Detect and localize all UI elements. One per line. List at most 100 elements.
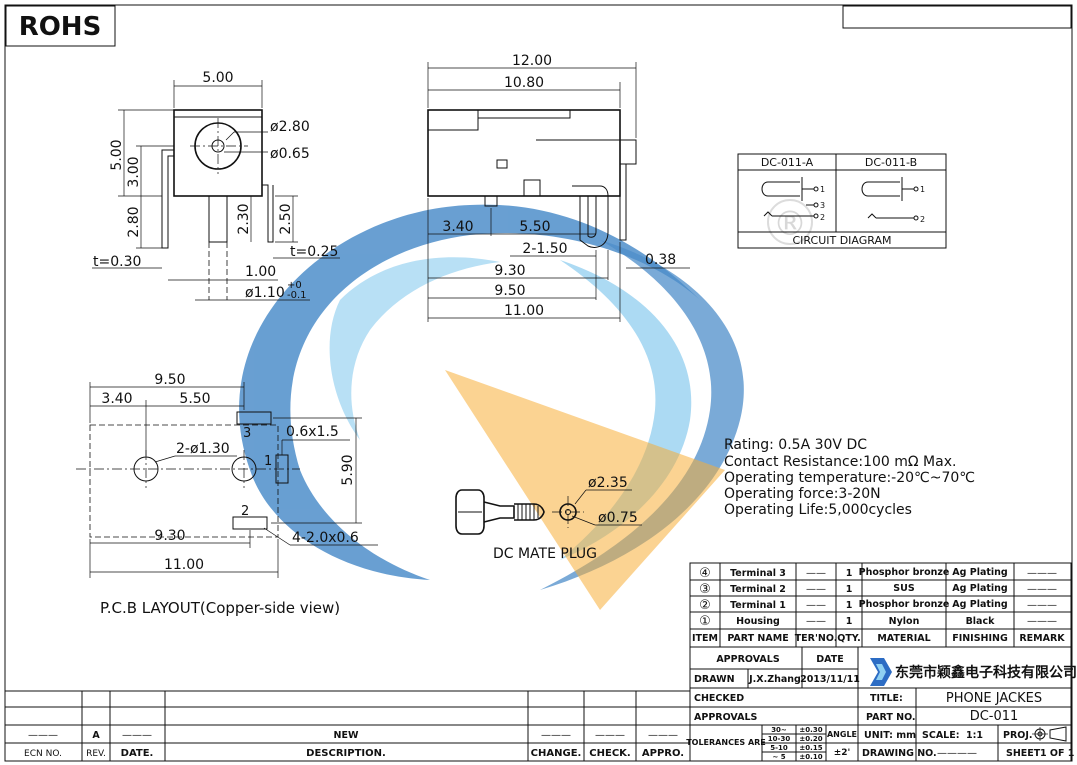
pcb-dim-bottom-b: 11.00 [164,557,204,573]
tb-approvals-header: APPROVALS [716,654,780,665]
tb-tol-range-4: ~ 5 [772,753,785,761]
revision-block: ——— A ——— NEW ——— ——— ——— ECN NO. REV. D… [5,690,690,761]
front-dim-pin-left: 2.80 [126,206,142,237]
side-dim-pitch-c: 2-1.50 [522,241,567,257]
circuit-variant-b: DC-011-B [865,156,917,169]
spec-resistance: Contact Resistance:100 mΩ Max. [724,454,956,470]
circuit-caption: CIRCUIT DIAGRAM [793,234,892,247]
tb-drawn-by: J.X.Zhang [748,674,801,685]
tb-checked-label: CHECKED [694,693,744,704]
front-dim-pin-tol-lower: -0.1 [287,290,307,301]
bom-remark-3: ——— [1027,584,1057,595]
circuit-a-pin1: 1 [820,185,825,194]
rev-description: NEW [334,730,359,741]
tb-title-value: PHONE JACKES [946,691,1042,706]
tb-tol-value-3: ±0.15 [799,744,822,752]
bom-header-name: PART NAME [727,633,788,644]
tb-title-label: TITLE: [870,693,903,704]
sheet-border [4,4,1073,762]
watermark-light-arc-2 [329,257,500,440]
bom-ter-4: —— [806,568,826,579]
circuit-b-pin1: 1 [920,185,925,194]
front-flange [173,109,263,118]
bom-item-1: ① [699,614,711,629]
watermark-blue-arc [540,240,744,590]
circuit-variant-a: DC-011-A [761,156,814,169]
rev-ecn: ——— [28,730,58,741]
bom-qty-1: 1 [846,616,853,627]
bom-material-4: Phosphor bronze [859,567,950,578]
tb-partno-value: DC-011 [970,709,1019,724]
tb-drawing-no-label: DRAWING NO. [862,748,937,759]
bom-ter-3: —— [806,584,826,595]
mate-plug: ø2.35 ø0.75 DC MATE PLUG [455,475,642,562]
front-dim-pin-tol-upper: +0 [287,280,302,291]
tb-drawn-date: 2013/11/11 [800,674,860,685]
bom-table: ④ Terminal 3 —— 1 Phosphor bronze Ag Pla… [689,562,1072,648]
pcb-caption: P.C.B LAYOUT(Copper-side view) [100,599,340,617]
bom-finish-4: Ag Plating [952,567,1007,578]
tb-drawn-label: DRAWN [694,674,735,685]
front-view: 5.00 5.00 3.00 2.80 2.30 2.50 ø2.80 ø0.6… [92,70,340,301]
tb-drawing-no-value: ———— [937,748,977,759]
tb-date-header: DATE [816,654,843,665]
rev-check: ——— [595,730,625,741]
rev-header-change: CHANGE. [531,748,582,759]
bom-material-1: Nylon [889,616,920,627]
front-callout-hole-inner: ø0.65 [270,146,310,162]
front-dim-width: 5.00 [202,70,233,86]
plug-head [455,489,485,535]
tb-scale-value: 1:1 [966,730,983,741]
side-dim-pitch-b: 5.50 [519,219,550,235]
projection-symbol-icon [1032,726,1067,742]
watermark-registered-circle [767,199,813,245]
bom-finish-3: Ag Plating [952,583,1007,594]
circuit-a-pin3: 3 [820,201,825,210]
pcb-dim-bottom-a: 9.30 [154,528,185,544]
side-dim-offset: 0.38 [645,252,676,268]
pcb-dim-overall-top: 9.50 [154,372,185,388]
title-block: APPROVALS DATE DRAWN J.X.Zhang 2013/11/1… [686,646,1077,762]
front-dim-pin-dia: ø1.10 [245,285,285,301]
rev-header-appro: APPRO. [642,748,684,759]
tb-sheet-value: 1 OF 1 [1040,748,1074,759]
tb-scale-label: SCALE: [922,730,960,741]
front-dim-height: 5.00 [109,139,125,170]
bom-remark-4: ——— [1027,568,1057,579]
rev-appro: ——— [648,730,678,741]
tb-tol-range-2: 10-30 [768,735,791,743]
watermark-light-arc [560,260,692,560]
front-callout-hole-outer: ø2.80 [270,119,310,135]
side-dim-body: 10.80 [504,75,544,91]
side-view: 12.00 10.80 3.40 5.50 2-1.50 0.38 9.30 9… [427,53,690,322]
pcb-slot-2 [232,516,268,530]
bom-header-item: ITEM [692,633,718,644]
bom-remark-1: ——— [1027,616,1057,627]
side-dim-pitch-a: 3.40 [442,219,473,235]
bom-remark-2: ——— [1027,600,1057,611]
rev-header-rev: REV. [86,749,106,759]
bom-name-2: Terminal 1 [730,600,786,611]
bom-finish-1: Black [966,616,996,627]
tb-tol-value-4: ±0.10 [799,753,822,761]
circuit-b-pin2: 2 [920,215,925,224]
bom-header-material: MATERIAL [877,633,930,644]
bom-name-1: Housing [736,616,780,627]
circuit-a-pin2: 2 [820,213,825,222]
tb-tol-value-2: ±0.20 [799,735,822,743]
spec-force: Operating force:3-20N [724,486,881,502]
front-pin-mid [208,195,228,243]
tb-partno-label: PART NO. [866,712,916,723]
pcb-outline [89,424,279,538]
rohs-label: ROHS [19,12,102,42]
front-dim-pin-right: 2.50 [278,203,294,234]
watermark-registered-mark: ® [773,204,807,244]
pcb-dim-b: 5.50 [179,391,210,407]
bom-material-2: Phosphor bronze [859,599,950,610]
bom-header-ter: TER'NO. [795,633,838,644]
bom-finish-2: Ag Plating [952,599,1007,610]
pcb-pad1-label: 1 [264,454,272,469]
bom-ter-1: —— [806,616,826,627]
plug-dia-inner: ø0.75 [598,510,638,526]
rev-header-desc: DESCRIPTION. [306,748,386,759]
